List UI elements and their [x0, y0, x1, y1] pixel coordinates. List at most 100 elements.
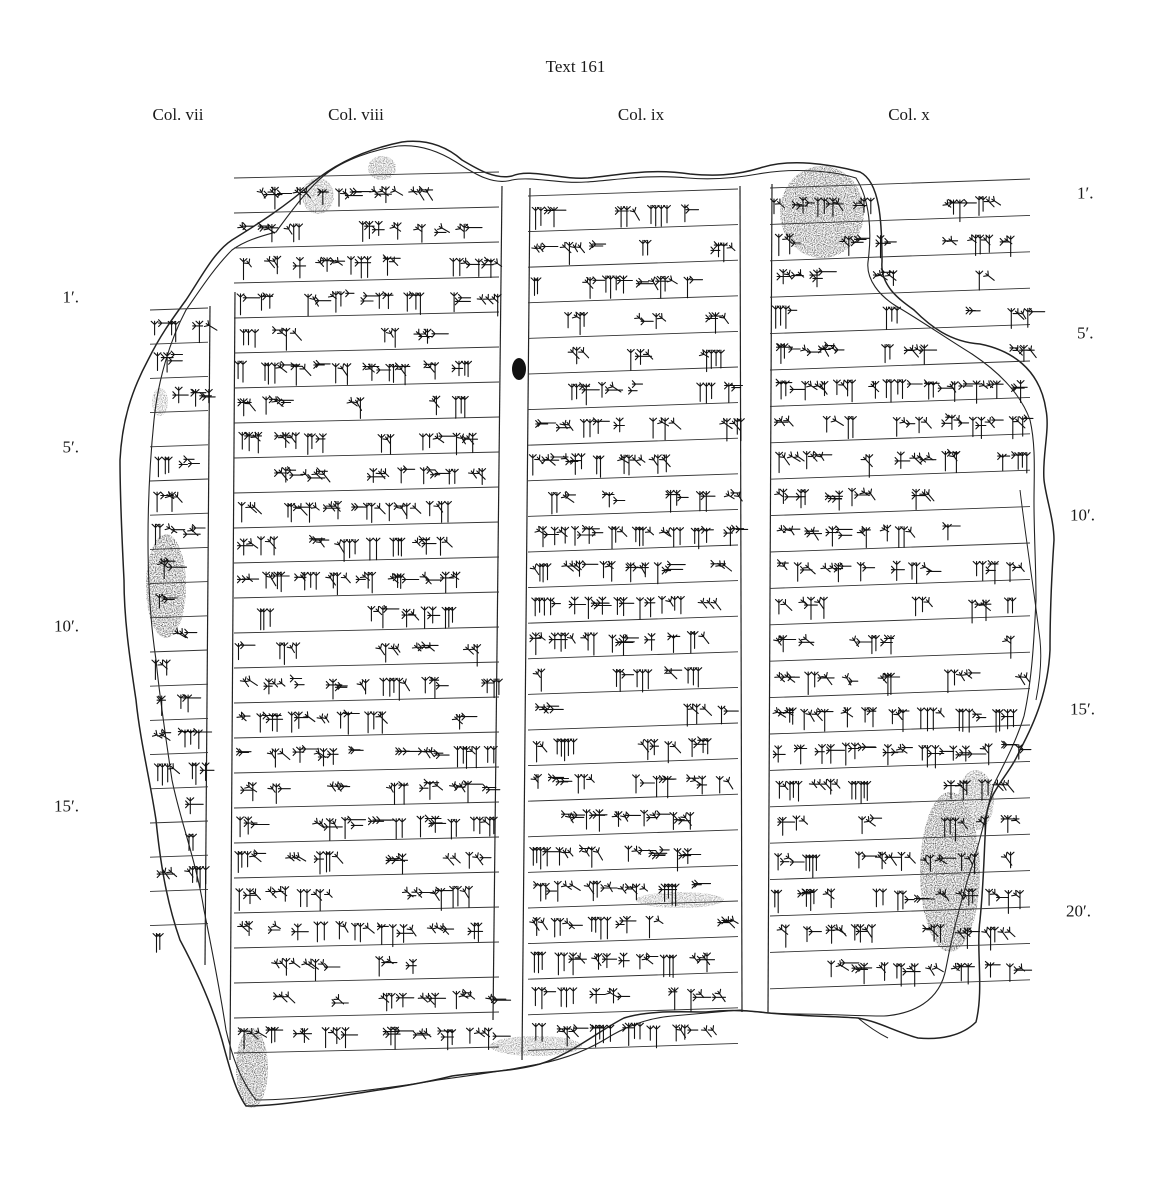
cuneiform-sign: [916, 707, 945, 732]
left-line-number: 1′.: [62, 287, 79, 307]
cuneiform-sign: [684, 667, 703, 688]
cuneiform-sign: [861, 707, 877, 728]
cuneiform-sign: [315, 256, 346, 272]
cuneiform-sign: [284, 502, 312, 523]
cuneiform-sign: [949, 745, 987, 762]
ruling-line: [769, 578, 1031, 589]
cuneiform-sign: [405, 958, 417, 975]
cuneiform-sign: [178, 455, 201, 469]
ruling-line: [149, 752, 209, 756]
ruling-line: [769, 469, 1031, 480]
ruling-line: [527, 295, 739, 304]
cuneiform-sign: [876, 962, 889, 981]
cuneiform-sign: [1011, 451, 1031, 474]
ruling-line: [527, 437, 739, 446]
cuneiform-sign: [946, 379, 982, 403]
cuneiform-sign: [452, 988, 476, 1010]
ruling-line: [769, 178, 1031, 189]
cuneiform-sign: [700, 1025, 717, 1038]
cuneiform-sign: [388, 924, 417, 948]
ruling-line: [233, 871, 500, 879]
cuneiform-sign: [450, 292, 472, 313]
cuneiform-sign: [331, 363, 352, 386]
ruling-line: [527, 508, 739, 517]
ruling-line: [769, 214, 1031, 225]
cuneiform-sign: [867, 634, 895, 655]
inclusion: [512, 358, 526, 380]
cuneiform-sign: [301, 958, 341, 982]
cuneiform-sign: [822, 888, 836, 909]
ruling-line: [769, 760, 1031, 771]
ruling-line: [233, 661, 500, 669]
cuneiform-sign: [554, 952, 587, 976]
cuneiform-sign: [648, 275, 678, 299]
ruling-line: [527, 722, 739, 731]
cuneiform-sign: [638, 239, 652, 256]
cuneiform-sign: [777, 559, 789, 571]
cuneiform-sign: [425, 500, 452, 523]
ruling-line: [149, 854, 209, 858]
cuneiform-sign: [531, 1022, 547, 1042]
edge-break: [857, 1017, 889, 1039]
cuneiform-sign: [882, 306, 902, 330]
cuneiform-sign: [325, 678, 348, 700]
figure-title: Text 161: [545, 57, 606, 76]
cuneiform-sign: [686, 631, 710, 654]
ruling-line: [769, 360, 1031, 371]
cuneiform-sign: [800, 344, 822, 357]
cuneiform-sign: [882, 743, 913, 766]
ruling-line: [527, 224, 739, 233]
cuneiform-sign: [467, 922, 484, 943]
cuneiform-sign: [574, 774, 595, 794]
cuneiform-sign: [423, 360, 440, 380]
cuneiform-sign: [419, 571, 442, 585]
cuneiform-sign: [184, 866, 210, 889]
cuneiform-sign: [385, 781, 409, 805]
left-line-number: 10′.: [54, 616, 79, 636]
cuneiform-sign: [272, 326, 302, 351]
cuneiform-sign: [172, 627, 198, 639]
cuneiform-sign: [979, 743, 993, 766]
cuneiform-sign: [791, 196, 816, 214]
cuneiform-sign: [379, 677, 411, 701]
cuneiform-sign: [351, 922, 375, 943]
cuneiform-sign: [598, 381, 624, 398]
ruling-line: [233, 416, 500, 424]
cuneiform-sign: [668, 987, 679, 1011]
edge-break: [1019, 489, 1042, 701]
cuneiform-sign: [972, 380, 1004, 404]
cuneiform-sign: [793, 744, 808, 765]
cuneiform-sign: [814, 744, 846, 765]
cuneiform-sign: [237, 398, 256, 417]
cuneiform-sign: [897, 851, 916, 872]
cuneiform-sign: [665, 489, 689, 513]
cuneiform-sign: [564, 311, 589, 336]
cuneiform-sign: [968, 599, 992, 624]
cuneiform-sign: [872, 888, 887, 908]
cuneiform-sign: [652, 775, 677, 799]
cuneiform-sign: [309, 534, 330, 548]
ruling-line: [233, 801, 500, 809]
ruling-line: [769, 287, 1031, 298]
cuneiform-sign: [874, 851, 902, 870]
ruling-line: [769, 870, 1031, 881]
cuneiform-sign: [273, 991, 296, 1004]
cuneiform-sign: [290, 362, 312, 386]
cuneiform-sign: [429, 886, 453, 911]
cuneiform-sign: [445, 468, 459, 485]
cuneiform-sign: [868, 380, 880, 399]
cuneiform-sign: [658, 883, 680, 907]
cuneiform-sign: [292, 745, 319, 763]
cuneiform-sign: [664, 741, 682, 764]
ruling-line: [233, 556, 500, 564]
ruling-line: [769, 396, 1031, 407]
cuneiform-sign: [856, 525, 871, 549]
ruling-line: [233, 346, 500, 354]
cuneiform-sign: [529, 563, 552, 583]
ruling-lines: [149, 171, 1031, 1054]
cuneiform-sign: [605, 987, 631, 1004]
cuneiform-sign: [942, 522, 961, 541]
ruling-line: [149, 478, 209, 482]
cuneiform-sign: [185, 797, 204, 815]
